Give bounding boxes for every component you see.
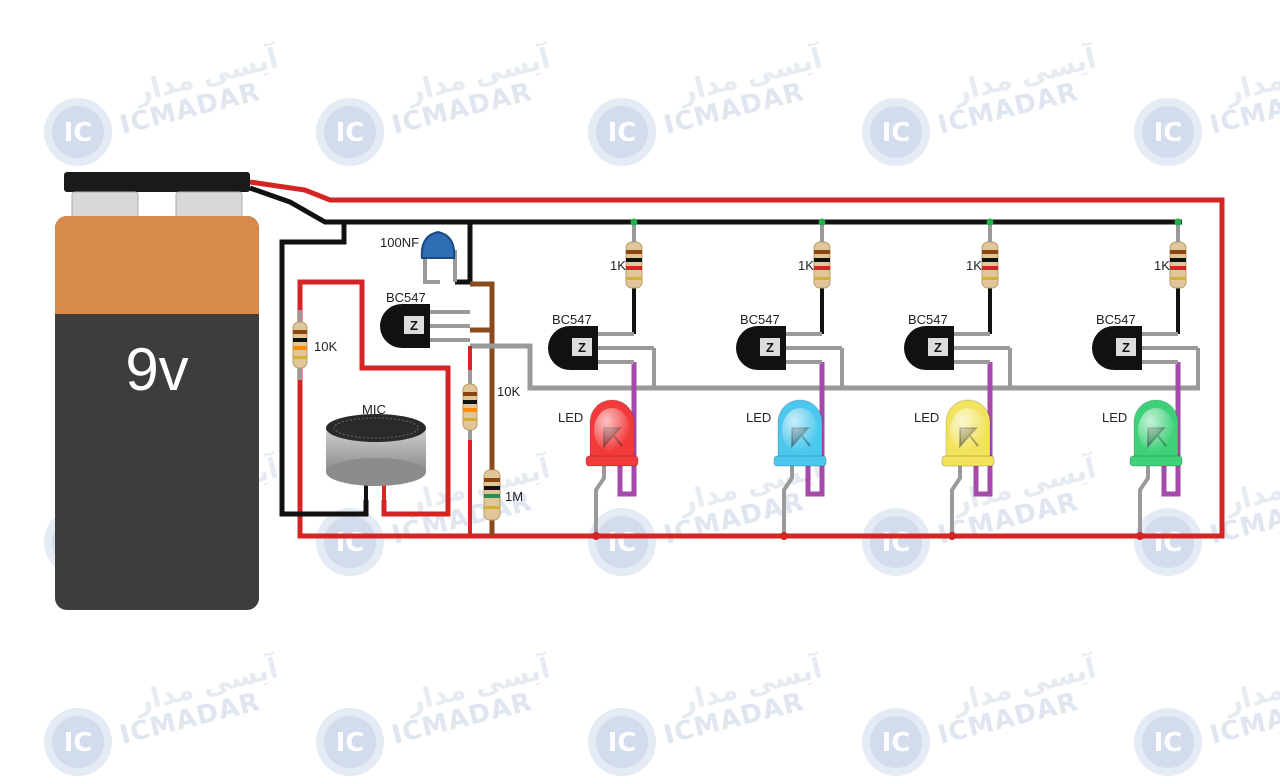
resistor-1k	[813, 241, 831, 289]
battery: 9v	[55, 172, 259, 610]
resistor-feedback-label: 1M	[505, 489, 523, 504]
transistor-label: BC547	[552, 312, 592, 327]
watermark-logo-text: IC	[882, 728, 911, 758]
resistor-bias-a: 10K	[292, 310, 337, 380]
transistor-bc547: Z	[1092, 326, 1198, 370]
watermark-logo-text: IC	[64, 728, 93, 758]
ground-branch-driver	[455, 222, 473, 285]
transistor-bc547: Z	[904, 326, 1010, 370]
watermark-logo-text: IC	[1154, 728, 1183, 758]
watermark-logo-text: IC	[1154, 528, 1183, 558]
capacitor-100nf: 100NF	[380, 230, 456, 259]
resistor-1k	[1169, 241, 1187, 289]
transistor-driver: Z BC547	[380, 290, 470, 348]
svg-text:Z: Z	[410, 318, 418, 333]
transistor-bc547: Z	[736, 326, 842, 370]
led-label: LED	[746, 410, 771, 425]
watermark-logo-text: IC	[608, 728, 637, 758]
resistor-1k-label: 1K	[610, 258, 626, 273]
battery-terminal-positive	[175, 191, 243, 219]
resistor-1k-label: 1K	[798, 258, 814, 273]
transistor-label: BC547	[740, 312, 780, 327]
battery-negative-lead	[249, 185, 345, 225]
watermark-logo-text: IC	[608, 528, 637, 558]
battery-terminal-negative	[71, 191, 139, 219]
led-label: LED	[914, 410, 939, 425]
transistor-driver-label: BC547	[386, 290, 426, 305]
watermark-logo-text: IC	[336, 118, 365, 148]
resistor-1k-label: 1K	[1154, 258, 1170, 273]
watermark-logo-text: IC	[64, 118, 93, 148]
watermark-logo-text: IC	[608, 118, 637, 148]
transistor-label: BC547	[1096, 312, 1136, 327]
resistor-1k-label: 1K	[966, 258, 982, 273]
svg-text:Z: Z	[1122, 340, 1130, 355]
svg-text:Z: Z	[766, 340, 774, 355]
watermark-logo-text: IC	[882, 118, 911, 148]
ground-branch-left	[279, 222, 369, 517]
bias-wire	[470, 281, 495, 333]
cap-lead-left	[423, 250, 440, 284]
led	[585, 399, 639, 467]
led	[773, 399, 827, 467]
signal-bus	[470, 343, 1200, 391]
battery-body	[55, 216, 259, 610]
watermark-logo-text: IC	[336, 728, 365, 758]
microphone-label: MIC	[362, 402, 386, 417]
transistor-bc547: Z	[548, 326, 654, 370]
svg-text:Z: Z	[578, 340, 586, 355]
positive-rail	[297, 197, 1225, 539]
svg-text:Z: Z	[934, 340, 942, 355]
battery-positive-lead	[249, 179, 345, 203]
led	[1129, 399, 1183, 467]
led-label: LED	[558, 410, 583, 425]
resistor-feedback: 1M	[483, 469, 523, 521]
resistor-bias-b: 10K	[462, 370, 520, 440]
led-label: LED	[1102, 410, 1127, 425]
battery-snap	[64, 172, 250, 192]
microphone: MIC	[326, 402, 426, 510]
resistor-1k	[981, 241, 999, 289]
battery-label: 9v	[125, 336, 188, 403]
transistor-label: BC547	[908, 312, 948, 327]
capacitor-label: 100NF	[380, 235, 419, 250]
resistor-bias-a-label: 10K	[314, 339, 337, 354]
resistor-bias-b-label: 10K	[497, 384, 520, 399]
led	[941, 399, 995, 467]
battery-top-band	[55, 216, 259, 314]
watermark-logo-text: IC	[882, 528, 911, 558]
watermark-logo-text: IC	[336, 528, 365, 558]
resistor-1k	[625, 241, 643, 289]
watermark-logo-text: IC	[1154, 118, 1183, 148]
